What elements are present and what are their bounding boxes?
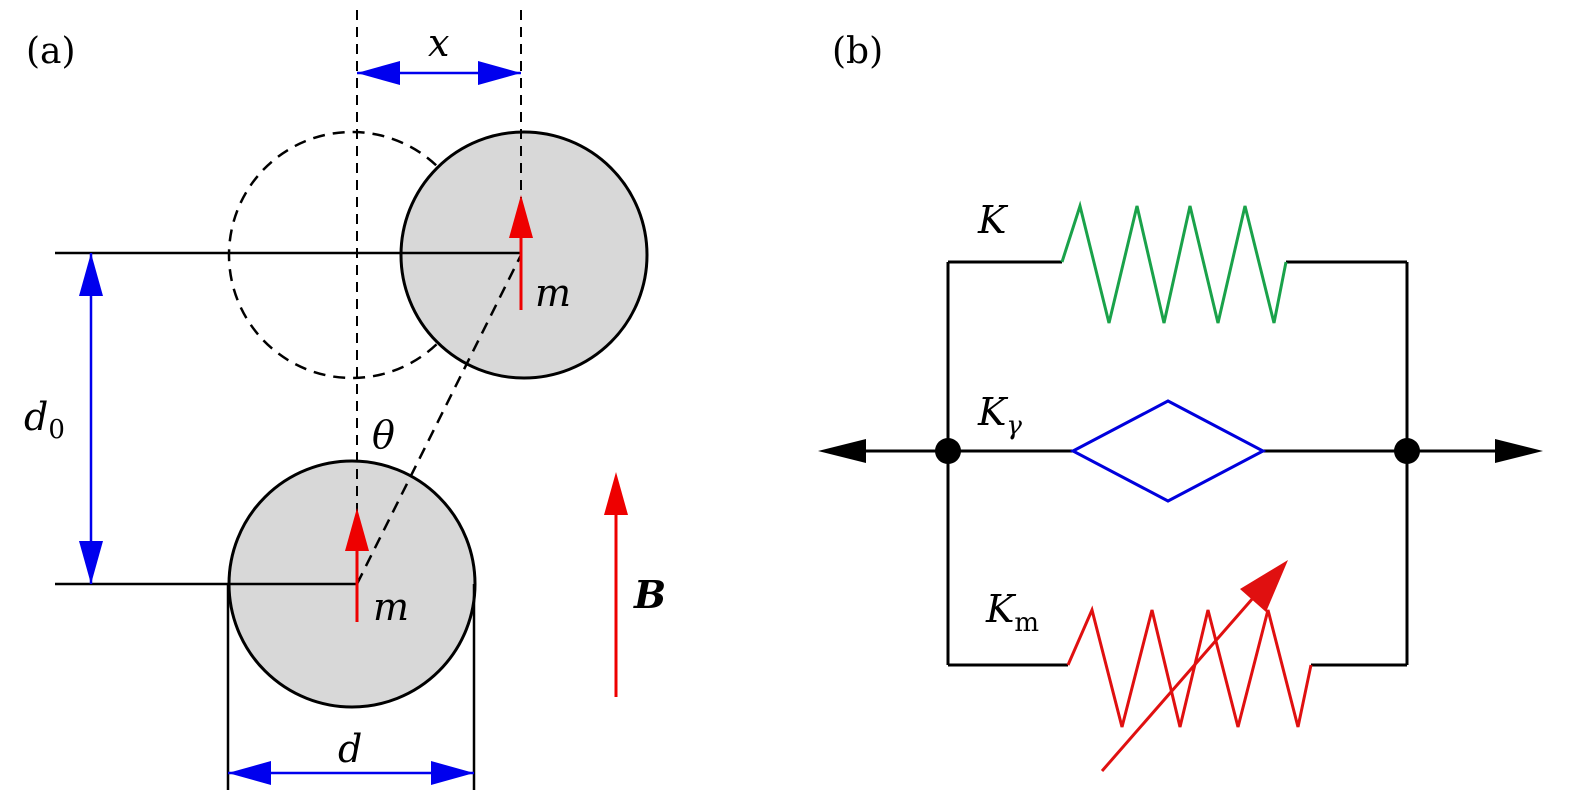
bottom-moment-arrowhead bbox=[345, 508, 369, 551]
spring-m-label: Km bbox=[985, 587, 1039, 638]
x-arrowhead-left bbox=[357, 61, 400, 85]
top-moment-arrowhead bbox=[509, 195, 533, 238]
theta-label: θ bbox=[372, 413, 395, 457]
panel-a-label: (a) bbox=[26, 31, 76, 72]
d-arrowhead-left bbox=[228, 761, 271, 785]
field-label: B bbox=[633, 572, 666, 617]
x-arrowhead-right bbox=[478, 61, 521, 85]
d0-arrowhead-bottom bbox=[79, 541, 103, 584]
variable-arrowhead bbox=[1240, 560, 1288, 612]
d0-arrowhead-top bbox=[79, 253, 103, 296]
d0-label: d0 bbox=[24, 395, 65, 445]
right-outer-arrowhead bbox=[1495, 439, 1543, 463]
damper-diamond bbox=[1069, 399, 1267, 503]
d-arrowhead-right bbox=[431, 761, 474, 785]
spring-k-label: K bbox=[977, 198, 1009, 242]
bottom-moment-label: m bbox=[373, 585, 409, 629]
variable-arrow bbox=[1100, 589, 1262, 772]
center-connecting-line bbox=[355, 254, 523, 585]
spring-m bbox=[1066, 605, 1313, 728]
field-arrowhead bbox=[604, 472, 628, 515]
panel-b: (b) K Kγ Km bbox=[818, 31, 1543, 772]
top-particle bbox=[399, 130, 649, 380]
panel-b-label: (b) bbox=[832, 31, 883, 72]
d-label: d bbox=[338, 727, 362, 771]
damper-label: Kγ bbox=[977, 390, 1022, 441]
panel-a: (a) x d0 d θ bbox=[24, 10, 666, 790]
spring-k bbox=[1060, 200, 1288, 324]
left-outer-arrowhead bbox=[818, 439, 866, 463]
top-moment-label: m bbox=[535, 271, 571, 315]
x-label: x bbox=[428, 21, 449, 65]
